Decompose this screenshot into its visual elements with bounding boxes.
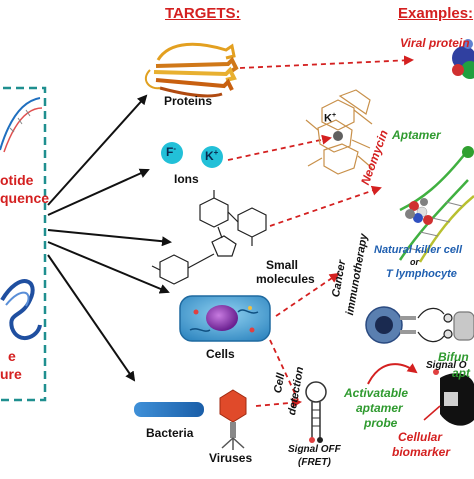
- dashed-arrow-proteins: [239, 55, 414, 69]
- fluorophore-icon: [309, 437, 315, 443]
- fluoride-ion-icon: [161, 142, 183, 164]
- label-activatable-1: Activatable: [344, 386, 409, 400]
- potassium-ion-icon: [201, 146, 223, 168]
- left-panel-text-4: ure: [0, 366, 22, 382]
- nucleus-icon: [206, 305, 238, 331]
- label-signal-on: Signal O: [426, 360, 467, 371]
- label-signal-off-2: (FRET): [298, 457, 331, 468]
- arrow-to-proteins: [47, 94, 148, 206]
- dashed-arrow-cells: [275, 272, 340, 317]
- arrow-to-cells: [47, 241, 170, 294]
- dashed-arrow-ions: [227, 134, 332, 161]
- label-ions: Ions: [174, 172, 199, 186]
- folded-aptamer-icon: [0, 279, 42, 340]
- arrow-to-bacteria: [47, 254, 136, 382]
- potassium-ion-sphere-icon: [333, 131, 343, 141]
- green-molecule-icon: [462, 146, 474, 158]
- label-viruses: Viruses: [209, 451, 253, 465]
- label-nk-or: or: [410, 257, 419, 267]
- dashed-arrow-viruses: [255, 397, 302, 408]
- g-quadruplex-structure-icon: [305, 89, 373, 175]
- dna-strand-icon: [0, 97, 43, 153]
- ion-f-text: F: [166, 145, 174, 159]
- arrow-to-ions: [47, 168, 150, 216]
- label-activatable-3: probe: [364, 416, 398, 430]
- label-viral-proteins: Viral protein: [400, 36, 470, 50]
- bacterium-icon: [134, 402, 204, 417]
- hairpin-probe-icon: [305, 381, 327, 438]
- left-panel-border: [0, 86, 47, 402]
- label-cellular-biomarker-1: Cellular: [398, 430, 443, 444]
- label-bacteria: Bacteria: [146, 426, 194, 440]
- label-small-molecules-2: molecules: [256, 272, 315, 286]
- label-ion-k: K+: [205, 148, 219, 163]
- small-molecule-structure-icon: [151, 190, 267, 285]
- cellular-biomarker-icon: [433, 369, 474, 426]
- curved-arrow-activation: [367, 363, 418, 385]
- label-cells: Cells: [206, 347, 235, 361]
- viral-protein-structure-icon: [452, 39, 474, 79]
- left-panel-text-1: otide: [0, 172, 34, 188]
- neomycin-molecule-icon: [405, 198, 433, 225]
- label-small-molecules-1: Small: [266, 258, 299, 272]
- ion-k-text: K: [205, 149, 214, 163]
- examples-header: Examples:: [398, 5, 474, 22]
- nk-cell-icon: [365, 306, 416, 344]
- bifunctional-aptamer-icon: [417, 307, 474, 343]
- dashed-arrow-cells-detection: [269, 339, 299, 401]
- virus-icon: [219, 389, 247, 450]
- label-bifunctional-2: apt: [452, 366, 470, 380]
- label-proteins: Proteins: [164, 94, 213, 108]
- label-signal-off-1: Signal OFF: [288, 444, 341, 455]
- quencher-icon: [317, 437, 323, 443]
- biomarker-pointer-line: [423, 405, 441, 421]
- cell-icon: [179, 295, 271, 342]
- k-plus-text: K: [324, 112, 332, 125]
- label-aptamer: Aptamer: [392, 128, 441, 142]
- dashed-arrow-small-molecules: [269, 185, 382, 227]
- left-panel-text-2: quence: [0, 190, 50, 206]
- label-k-plus: K+: [324, 112, 337, 125]
- label-activatable-2: aptamer: [356, 401, 403, 415]
- arrow-to-small-molecules: [47, 229, 172, 247]
- label-cellular-biomarker-2: biomarker: [392, 445, 451, 459]
- label-nk-cell: Natural killer cell: [374, 244, 463, 256]
- label-bifunctional-1: Bifun: [438, 350, 469, 364]
- left-panel-text-3: e: [8, 348, 16, 364]
- label-t-lymphocyte: T lymphocyte: [386, 268, 457, 280]
- label-ion-f: F-: [166, 144, 177, 159]
- protein-ribbon-icon: [144, 42, 239, 98]
- targets-header: TARGETS:: [165, 5, 241, 22]
